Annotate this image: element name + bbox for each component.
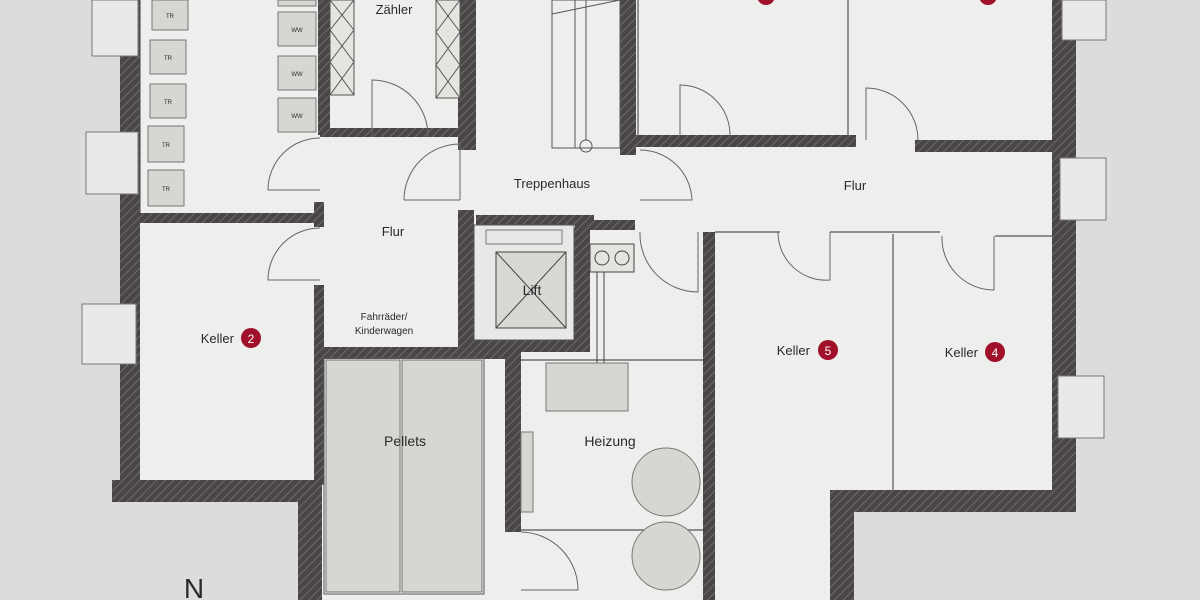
cellar-badge-cropped (979, 0, 997, 5)
pellets-storage (323, 357, 485, 595)
box-label-ww: WW (291, 28, 303, 34)
inner-walls (140, 0, 1055, 600)
meter-boxes-ww: WW WW WW (277, 0, 317, 133)
cellar-number: 5 (825, 344, 832, 358)
cellar-label: Keller (945, 345, 979, 360)
room-label-treppenhaus: Treppenhaus (514, 176, 591, 191)
room-label-fahrraeder-line2: Kinderwagen (355, 326, 413, 337)
cellar-number: 2 (248, 332, 255, 346)
box-label-tr: TR (162, 187, 171, 193)
cellar-5: Keller 5 (777, 340, 838, 360)
box-label-ww: WW (291, 114, 303, 120)
heating-equipment (520, 243, 701, 591)
box-label-tr: TR (166, 14, 175, 20)
box-label-tr: TR (164, 56, 173, 62)
windows (81, 0, 1107, 439)
cellar-number: 4 (992, 346, 999, 360)
cellar-label: Keller (777, 343, 811, 358)
box-label-tr: TR (162, 143, 171, 149)
room-label-fahrraeder-line1: Fahrräder/ (361, 312, 408, 323)
north-marker: N (184, 573, 204, 600)
room-label-pellets: Pellets (384, 433, 426, 449)
cellar-badge-cropped (757, 0, 775, 5)
meter-cabinets (329, 0, 461, 99)
meter-boxes-tr: TR TR TR TR TR (147, 0, 189, 207)
room-label-flur-right: Flur (844, 178, 867, 193)
lift-shaft (473, 224, 575, 341)
room-label-lift: Lift (523, 282, 542, 298)
cellar-badge (818, 340, 838, 360)
cellar-badge (241, 328, 261, 348)
cellar-4: Keller 4 (945, 342, 1005, 362)
cellar-badge (985, 342, 1005, 362)
box-label-tr: TR (164, 100, 173, 106)
room-label-zaehler: Zähler (376, 2, 414, 17)
door-swings (267, 79, 995, 591)
cellar-2: Keller 2 (201, 328, 261, 348)
box-label-ww: WW (291, 72, 303, 78)
room-label-heizung: Heizung (584, 433, 635, 449)
thin-partitions (139, 0, 1055, 531)
room-label-flur-left: Flur (382, 224, 405, 239)
cellar-label: Keller (201, 331, 235, 346)
stairs (551, 0, 621, 153)
